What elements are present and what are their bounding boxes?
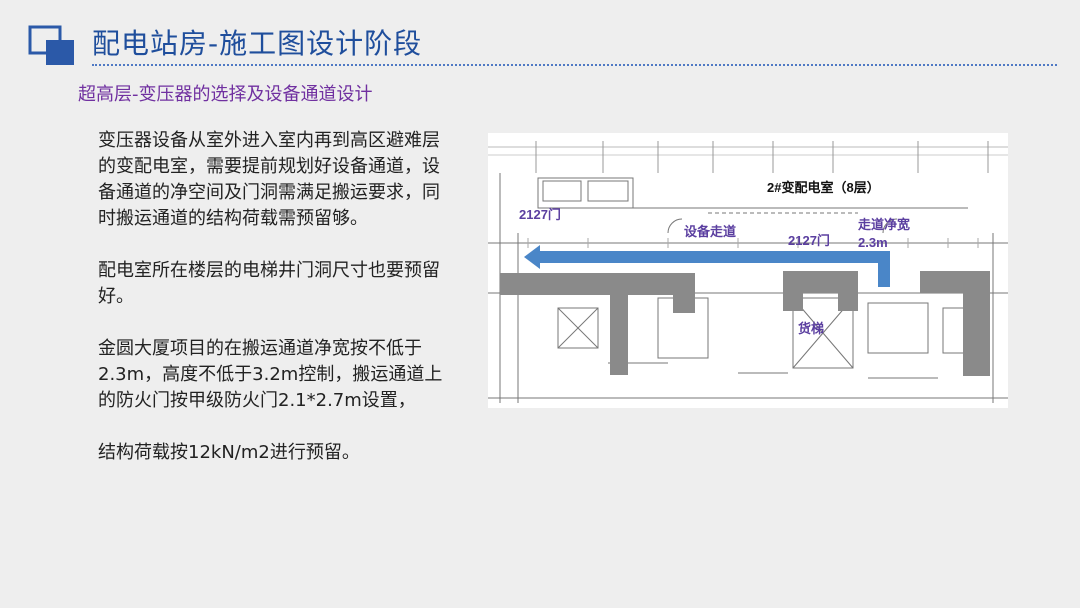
title-divider: [92, 64, 1057, 66]
label-elevator: 货梯: [798, 321, 825, 336]
label-door-left: 2127门: [519, 207, 561, 222]
body-text: 变压器设备从室外进入室内再到高区避难层的变配电室，需要提前规划好设备通道，设备通…: [98, 128, 454, 492]
floor-plan-lines: [488, 141, 1008, 403]
floor-plan-drawing: 2#变配电室（8层） 2127门 设备走道 2127门 走道净宽 2.3m 货梯: [488, 133, 1008, 408]
label-width-line1: 走道净宽: [858, 217, 911, 232]
label-width-line2: 2.3m: [858, 235, 888, 250]
paragraph-passage-size: 金圆大厦项目的在搬运通道净宽按不低于2.3m，高度不低于3.2m控制，搬运通道上…: [98, 338, 443, 411]
page-subtitle: 超高层-变压器的选择及设备通道设计: [78, 84, 373, 105]
label-door-mid: 2127门: [788, 233, 830, 248]
paragraph-elevator-door: 配电室所在楼层的电梯井门洞尺寸也要预留好。: [98, 260, 440, 307]
label-corridor: 设备走道: [684, 224, 737, 239]
page-title: 配电站房-施工图设计阶段: [92, 27, 423, 60]
section-logo-icon: [28, 25, 74, 65]
paragraph-transport-route: 变压器设备从室外进入室内再到高区避难层的变配电室，需要提前规划好设备通道，设备通…: [98, 130, 440, 229]
paragraph-structural-load: 结构荷载按12kN/m2进行预留。: [98, 442, 360, 463]
label-room: 2#变配电室（8层）: [767, 180, 880, 195]
transport-route-arrow: [524, 245, 890, 287]
